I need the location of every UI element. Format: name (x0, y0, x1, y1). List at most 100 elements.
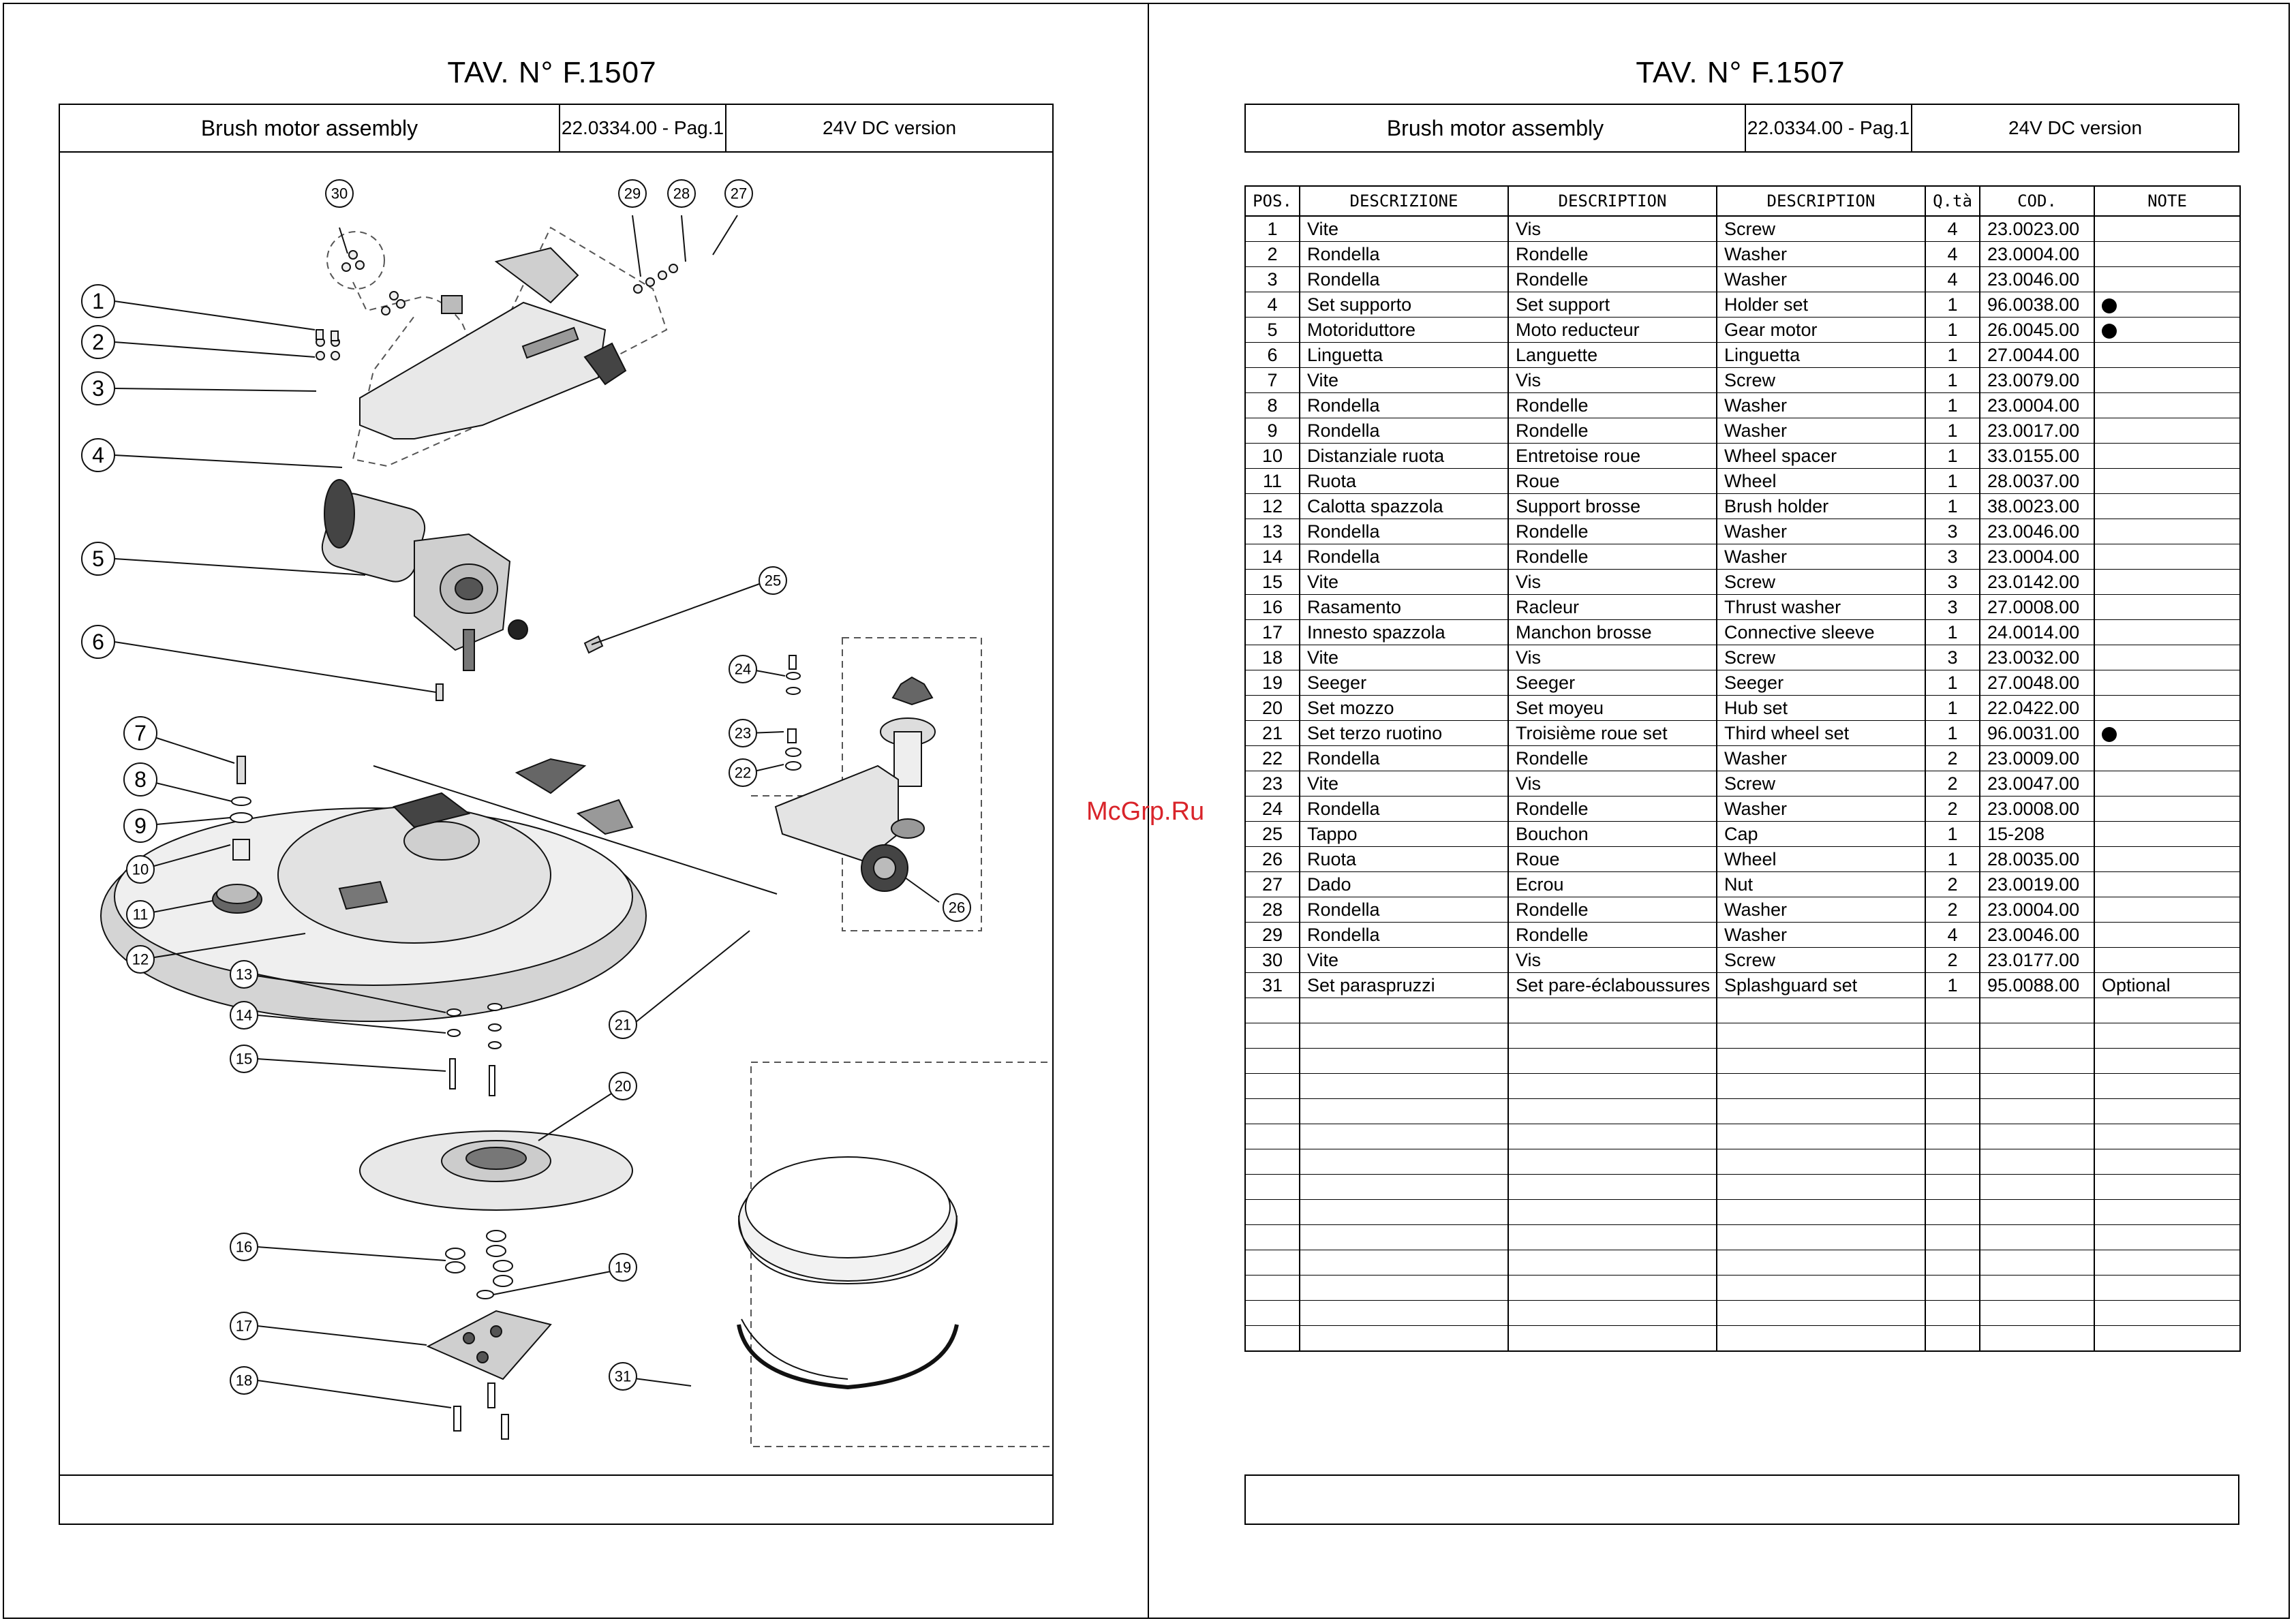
cell-it: Rasamento (1299, 594, 1509, 620)
cell-empty (1979, 1199, 2095, 1225)
callout-9: 9 (123, 809, 157, 843)
cell-empty (1979, 1300, 2095, 1326)
cell-empty (1716, 1275, 1926, 1301)
callout-2: 2 (81, 325, 115, 359)
cell-pos: 14 (1244, 544, 1300, 570)
cell-empty (1979, 1048, 2095, 1074)
callout-18: 18 (230, 1366, 258, 1395)
cell-qty: 1 (1925, 720, 1980, 746)
footer-box-left (59, 1474, 1054, 1525)
callout-label: 15 (236, 1051, 252, 1068)
cell-it: Ruota (1299, 846, 1509, 872)
cell-note (2094, 897, 2241, 923)
cell-qty: 1 (1925, 972, 1980, 998)
header-assembly-right: Brush motor assembly (1246, 105, 1746, 151)
cell-code: 23.0004.00 (1979, 241, 2095, 267)
cell-empty (2094, 1199, 2241, 1225)
cell-fr: Rondelle (1507, 897, 1717, 923)
cell-fr: Vis (1507, 569, 1717, 595)
cell-en: Nut (1716, 871, 1926, 897)
cell-empty (2094, 998, 2241, 1023)
cell-en: Wheel (1716, 468, 1926, 494)
cell-qty: 3 (1925, 569, 1980, 595)
callout-label: 28 (673, 185, 690, 202)
cell-empty (1244, 998, 1300, 1023)
cell-qty: 1 (1925, 292, 1980, 318)
cell-empty (2094, 1300, 2241, 1326)
brush-holder (100, 758, 647, 1022)
table-row-empty (1244, 1073, 2241, 1099)
cell-fr: Roue (1507, 468, 1717, 494)
header-version-left: 24V DC version (822, 117, 957, 138)
cell-note (2094, 720, 2241, 746)
cell-pos: 6 (1244, 342, 1300, 368)
cell-code: 23.0032.00 (1979, 645, 2095, 670)
cell-note (2094, 443, 2241, 469)
hub-set (359, 1130, 633, 1211)
cell-code: 27.0048.00 (1979, 670, 2095, 696)
cell-qty: 1 (1925, 619, 1980, 645)
cell-en: Wheel (1716, 846, 1926, 872)
cell-pos: 23 (1244, 771, 1300, 797)
cell-qty: 1 (1925, 443, 1980, 469)
callout-label: 10 (132, 861, 149, 878)
page-title-left: TAV. N° F.1507 (447, 56, 657, 89)
cell-code: 96.0038.00 (1979, 292, 2095, 318)
bullet-icon (2102, 323, 2117, 339)
cell-code: 23.0004.00 (1979, 544, 2095, 570)
cell-note: Optional (2094, 972, 2241, 998)
cell-pos: 8 (1244, 392, 1300, 418)
callout-label: 29 (624, 185, 641, 202)
cell-empty (1925, 1300, 1980, 1326)
callout-label: 26 (949, 899, 965, 916)
cell-it: Rondella (1299, 922, 1509, 948)
cell-en: Screw (1716, 947, 1926, 973)
cell-fr: Roue (1507, 846, 1717, 872)
callout-5: 5 (81, 542, 115, 576)
cell-pos: 16 (1244, 594, 1300, 620)
cell-fr: Troisième roue set (1507, 720, 1717, 746)
cell-note (2094, 947, 2241, 973)
cell-it: Rondella (1299, 897, 1509, 923)
callout-19: 19 (609, 1253, 637, 1282)
callout-23: 23 (729, 719, 757, 747)
cell-code: 23.0023.00 (1979, 216, 2095, 242)
cell-empty (1507, 1048, 1717, 1074)
callout-8: 8 (123, 762, 157, 797)
cell-fr: Entretoise roue (1507, 443, 1717, 469)
cell-empty (1507, 1149, 1717, 1175)
cell-pos: 30 (1244, 947, 1300, 973)
cell-pos: 1 (1244, 216, 1300, 242)
cell-empty (1244, 1224, 1300, 1250)
cell-note (2094, 266, 2241, 292)
header-code-left: 22.0334.00 - Pag.1 (560, 105, 726, 151)
cell-note (2094, 468, 2241, 494)
cell-en: Washer (1716, 745, 1926, 771)
cell-note (2094, 619, 2241, 645)
callout-label: 25 (765, 572, 781, 589)
cell-pos: 7 (1244, 367, 1300, 393)
callout-label: 4 (92, 443, 104, 467)
callout-label: 23 (735, 725, 751, 742)
cell-qty: 4 (1925, 241, 1980, 267)
cell-it: Rondella (1299, 544, 1509, 570)
cell-pos: 4 (1244, 292, 1300, 318)
cell-fr: Rondelle (1507, 519, 1717, 544)
cell-empty (2094, 1073, 2241, 1099)
cell-pos: 24 (1244, 796, 1300, 822)
cell-note (2094, 292, 2241, 318)
cell-fr: Rondelle (1507, 745, 1717, 771)
cell-code: 95.0088.00 (1979, 972, 2095, 998)
cell-code: 33.0155.00 (1979, 443, 2095, 469)
cell-it: Set supporto (1299, 292, 1509, 318)
cell-empty (1244, 1199, 1300, 1225)
cell-qty: 1 (1925, 821, 1980, 847)
cell-it: Tappo (1299, 821, 1509, 847)
cell-empty (1299, 1199, 1509, 1225)
